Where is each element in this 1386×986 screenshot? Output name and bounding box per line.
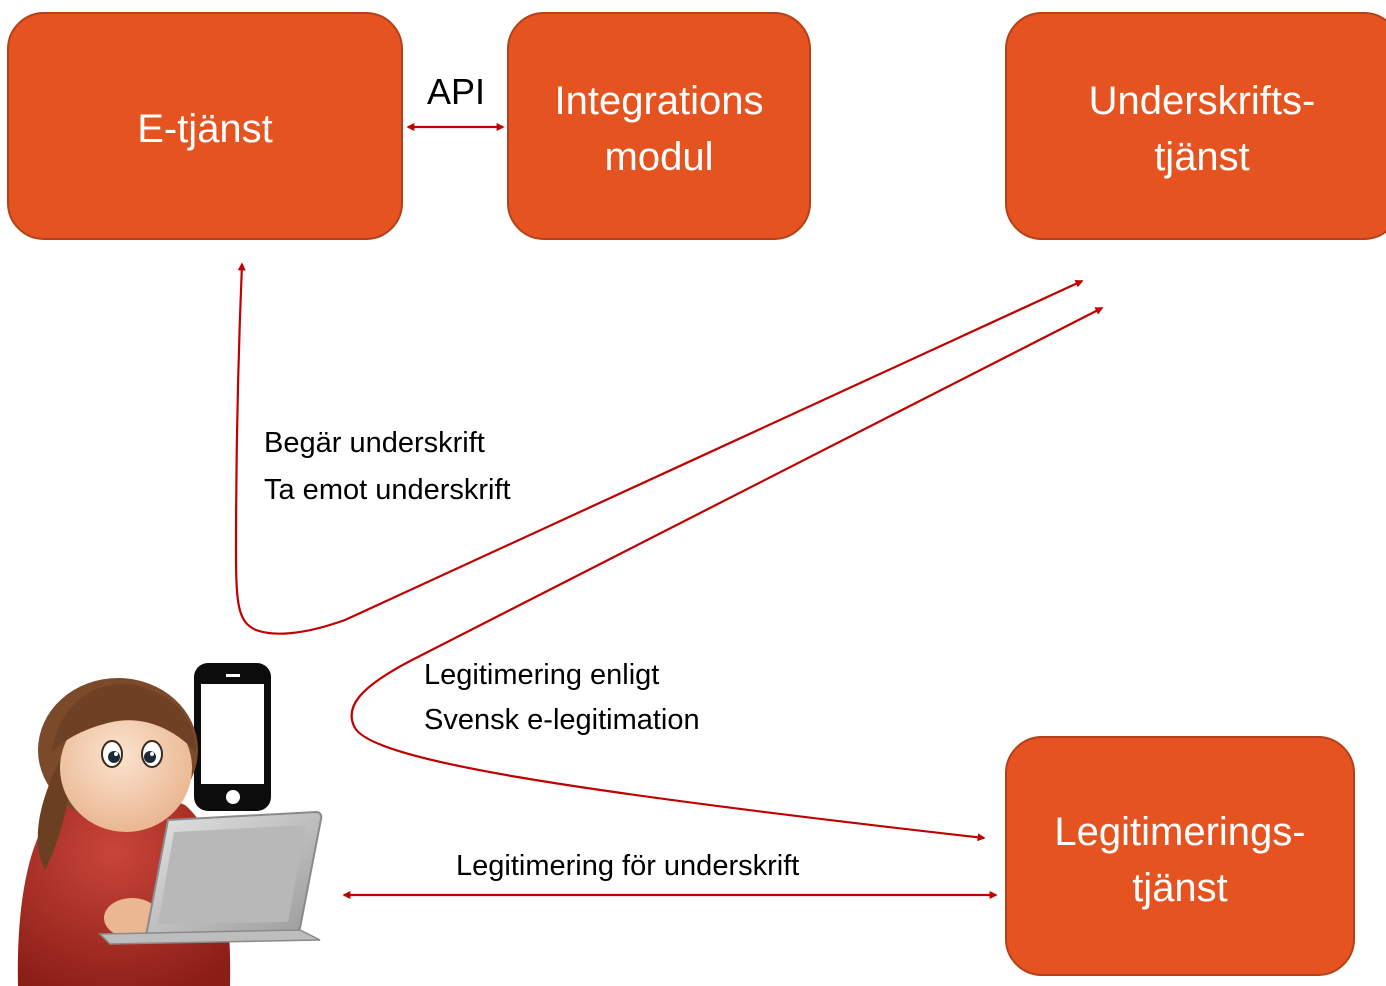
box-legitimeringstjanst: Legitimerings- tjänst [1005,736,1355,976]
box-integrationsmodul-shape [507,12,811,240]
box-legitimeringstjanst-label-line2: tjänst [1132,866,1228,910]
box-legitimeringstjanst-label-line1: Legitimerings- [1054,810,1305,854]
eid-label-line1: Legitimering enligt [424,659,659,691]
user-with-laptop-icon [17,678,323,986]
box-integrationsmodul-label-line1: Integrations [554,79,763,123]
e-id-auth-arrow [350,307,1104,842]
box-e-tjanst-label: E-tjänst [137,107,273,151]
box-underskriftstjanst-label-line2: tjänst [1154,135,1250,179]
request-signature-label: Begär underskrift [264,427,485,459]
smartphone-icon [194,663,271,811]
box-underskriftstjanst-shape [1005,12,1386,240]
box-underskriftstjanst: Underskrifts- tjänst [1005,12,1386,240]
box-integrationsmodul-label-line2: modul [605,135,714,179]
box-integrationsmodul: Integrations modul [507,12,811,240]
box-underskriftstjanst-label-line1: Underskrifts- [1089,79,1316,123]
eid-label-line2: Svensk e-legitimation [424,704,700,736]
box-legitimeringstjanst-shape [1005,736,1355,976]
api-label: API [427,71,485,112]
box-e-tjanst-shape [7,12,403,240]
signature-request-arrow [234,262,1084,635]
box-e-tjanst: E-tjänst [7,12,403,240]
receive-signature-label: Ta emot underskrift [264,474,511,506]
auth-for-signature-label: Legitimering för underskrift [456,850,799,882]
